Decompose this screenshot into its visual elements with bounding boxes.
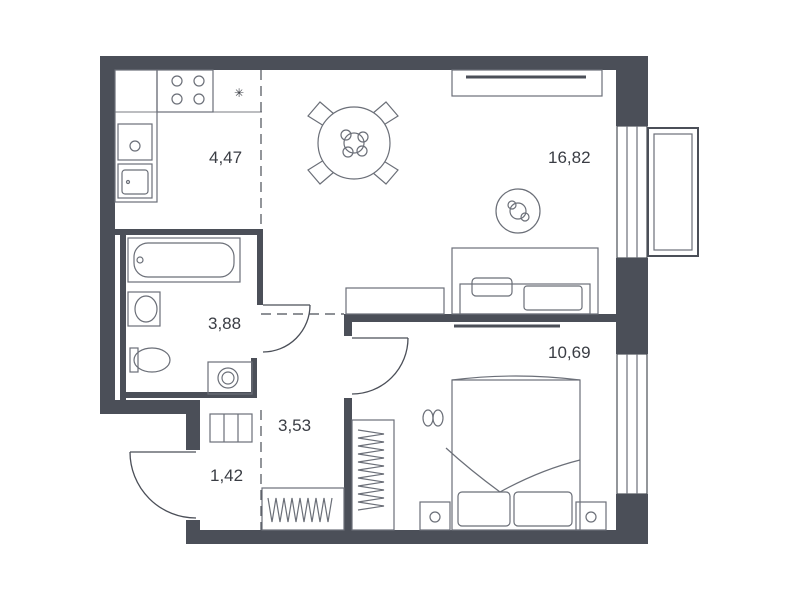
hallway-area-label: 3,53 [278,416,311,435]
entrance-area-label: 1,42 [210,466,243,485]
sideboard [345,287,445,315]
toilet-icon [129,347,171,373]
tv-cabinet [451,69,603,97]
kitchen-area-label: 4,47 [209,148,242,167]
flower-vase-icon [340,129,369,158]
outer-walls [100,56,648,544]
slippers-icon [422,409,444,427]
bedroom-area-label: 10,69 [548,343,591,362]
fridge-icon: ✳ [234,86,244,100]
shoe-rack [209,413,253,443]
kitchen-sink-icon [117,163,153,199]
dishwasher-icon [117,123,153,161]
sofa [451,247,599,315]
stove-icon [171,75,205,105]
bedroom-wardrobe [351,419,395,531]
bathtub-icon [127,237,241,283]
doors [129,304,409,519]
nightstand-left [419,501,451,531]
nightstand-right [575,501,607,531]
bathroom-area-label: 3,88 [208,314,241,333]
dining-table [307,101,399,185]
zone-boundaries [260,70,344,530]
svg-text:✳: ✳ [234,86,244,100]
bed [445,375,581,531]
living-room-area-label: 16,82 [548,148,591,167]
washing-machine-icon [207,361,253,395]
washbasin-icon [127,291,161,327]
coffee-table [495,188,541,234]
kitchen-counter [114,69,214,203]
windows [616,125,648,495]
hallway-wardrobe [261,487,345,531]
balcony [647,127,699,257]
